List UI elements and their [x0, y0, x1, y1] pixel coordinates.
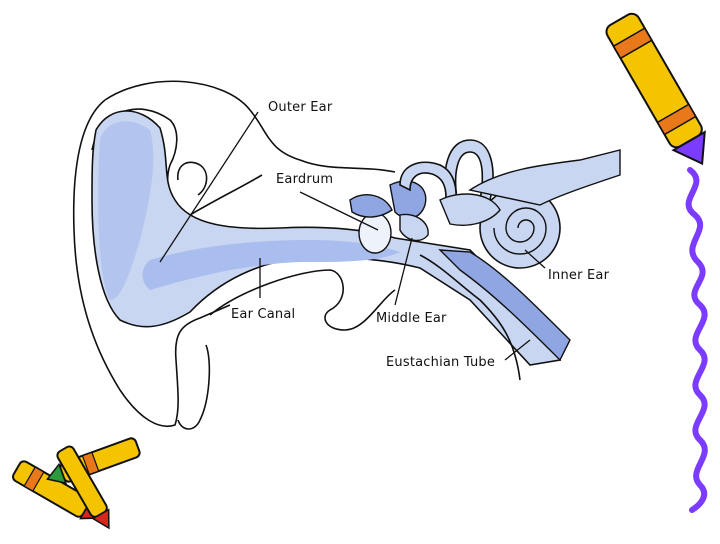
- leader-lines: [159, 111, 546, 361]
- label-outer-ear: Outer Ear: [268, 100, 333, 115]
- label-eustachian-tube: Eustachian Tube: [386, 355, 496, 370]
- ear-canal-inner: [142, 240, 400, 290]
- lower-contour: [419, 254, 521, 381]
- squiggle-right: [685, 167, 708, 513]
- crayon-top-right: [605, 12, 706, 166]
- eardrum-shape: [358, 212, 392, 254]
- ossicles: [349, 180, 429, 242]
- ear-canal-fill: [91, 110, 562, 366]
- vestibule: [439, 193, 501, 226]
- pinna-inner-shade: [98, 121, 154, 300]
- label-middle-ear: Middle Ear: [376, 311, 447, 326]
- label-eardrum: Eardrum: [276, 172, 334, 187]
- label-ear-canal: Ear Canal: [231, 307, 296, 322]
- label-inner-ear: Inner Ear: [548, 268, 610, 283]
- auditory-nerve: [468, 149, 621, 206]
- cochlea: [479, 187, 561, 269]
- eustachian-tube-shape: [438, 249, 571, 362]
- crayons-bottom-left: [12, 437, 141, 530]
